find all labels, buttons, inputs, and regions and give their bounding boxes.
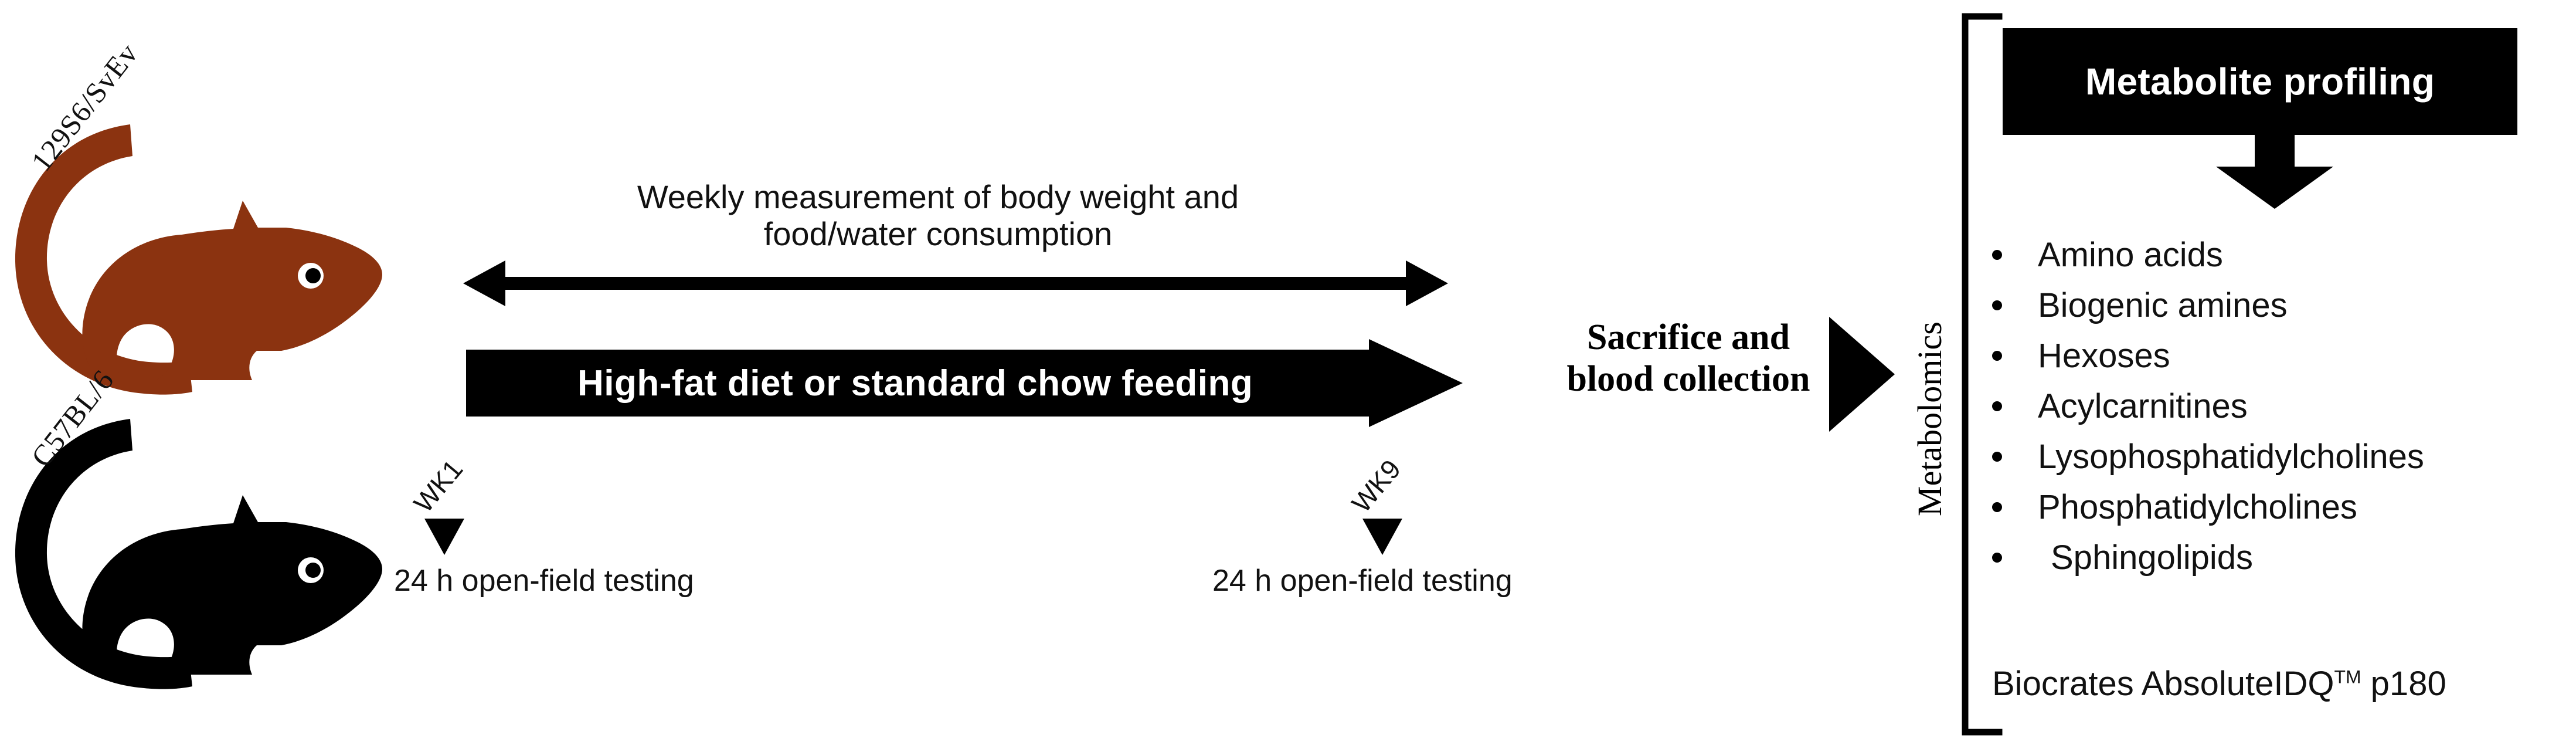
list-item-label: Sphingolipids (2051, 539, 2254, 577)
metabolite-profiling-down-arrow (2216, 134, 2333, 209)
bullet-dot-icon (1992, 452, 2002, 462)
list-item-label: Hexoses (2038, 337, 2170, 375)
mouse-tail-c57bl6 (15, 419, 193, 689)
metabolite-profiling-title: Metabolite profiling (2085, 60, 2435, 103)
feeding-arrow-label: High-fat diet or standard chow feeding (577, 363, 1253, 404)
metabolomics-axis-label: Metabolomics (1911, 321, 1949, 516)
week-marker-triangle-wk1 (424, 519, 464, 555)
list-item-label: Lysophosphatidylcholines (2038, 438, 2424, 476)
bullet-dot-icon (1992, 502, 2002, 512)
bullet-dot-icon (1992, 250, 2002, 260)
list-item-label: Phosphatidylcholines (2038, 488, 2357, 526)
sacrifice-text: Sacrifice and blood collection (1483, 317, 1894, 399)
list-item-label: Amino acids (2038, 236, 2223, 274)
metabolite-profiling-box: Metabolite profiling (2003, 28, 2517, 135)
sacrifice-line2: blood collection (1566, 358, 1810, 399)
measurement-span-arrow (463, 259, 1448, 309)
mouse-eye-pupil-c57bl6 (305, 563, 321, 578)
metabolomics-bracket (1957, 13, 2004, 736)
sacrifice-line1: Sacrifice and (1586, 317, 1790, 357)
open-field-text-wk9: 24 h open-field testing (1212, 564, 1513, 598)
metabolomics-pointer-triangle (1829, 317, 1895, 432)
list-item-label: Biogenic amines (2038, 286, 2288, 324)
week-label-wk9: WK9 (1345, 453, 1407, 519)
weekly-measurement-line2: food/water consumption (763, 215, 1113, 252)
weekly-measurement-line1: Weekly measurement of body weight and (637, 178, 1239, 215)
open-field-text-wk1: 24 h open-field testing (394, 564, 694, 598)
weekly-measurement-text: Weekly measurement of body weight and fo… (539, 178, 1337, 252)
bullet-dot-icon (1992, 401, 2002, 411)
feeding-arrow (466, 339, 1463, 427)
week-marker-triangle-wk9 (1362, 519, 1402, 555)
mouse-tail-129s6 (15, 124, 193, 395)
assay-kit-trademark: TM (2334, 666, 2361, 688)
mouse-c57bl6 (6, 394, 393, 699)
bullet-dot-icon (1992, 351, 2002, 361)
mouse-body-c57bl6 (82, 495, 382, 675)
mouse-129s6 (6, 100, 393, 405)
assay-kit-label: Biocrates AbsoluteIDQTM p180 (1992, 664, 2446, 703)
bullet-dot-icon (1992, 553, 2002, 563)
assay-kit-prefix: Biocrates AbsoluteIDQ (1992, 665, 2334, 703)
week-label-wk1: WK1 (407, 453, 469, 519)
list-item-label: Acylcarnitines (2038, 387, 2248, 425)
bullet-dot-icon (1992, 300, 2002, 310)
mouse-body-129s6 (82, 201, 382, 380)
assay-kit-suffix: p180 (2361, 665, 2446, 703)
mouse-eye-pupil-129s6 (305, 268, 321, 283)
